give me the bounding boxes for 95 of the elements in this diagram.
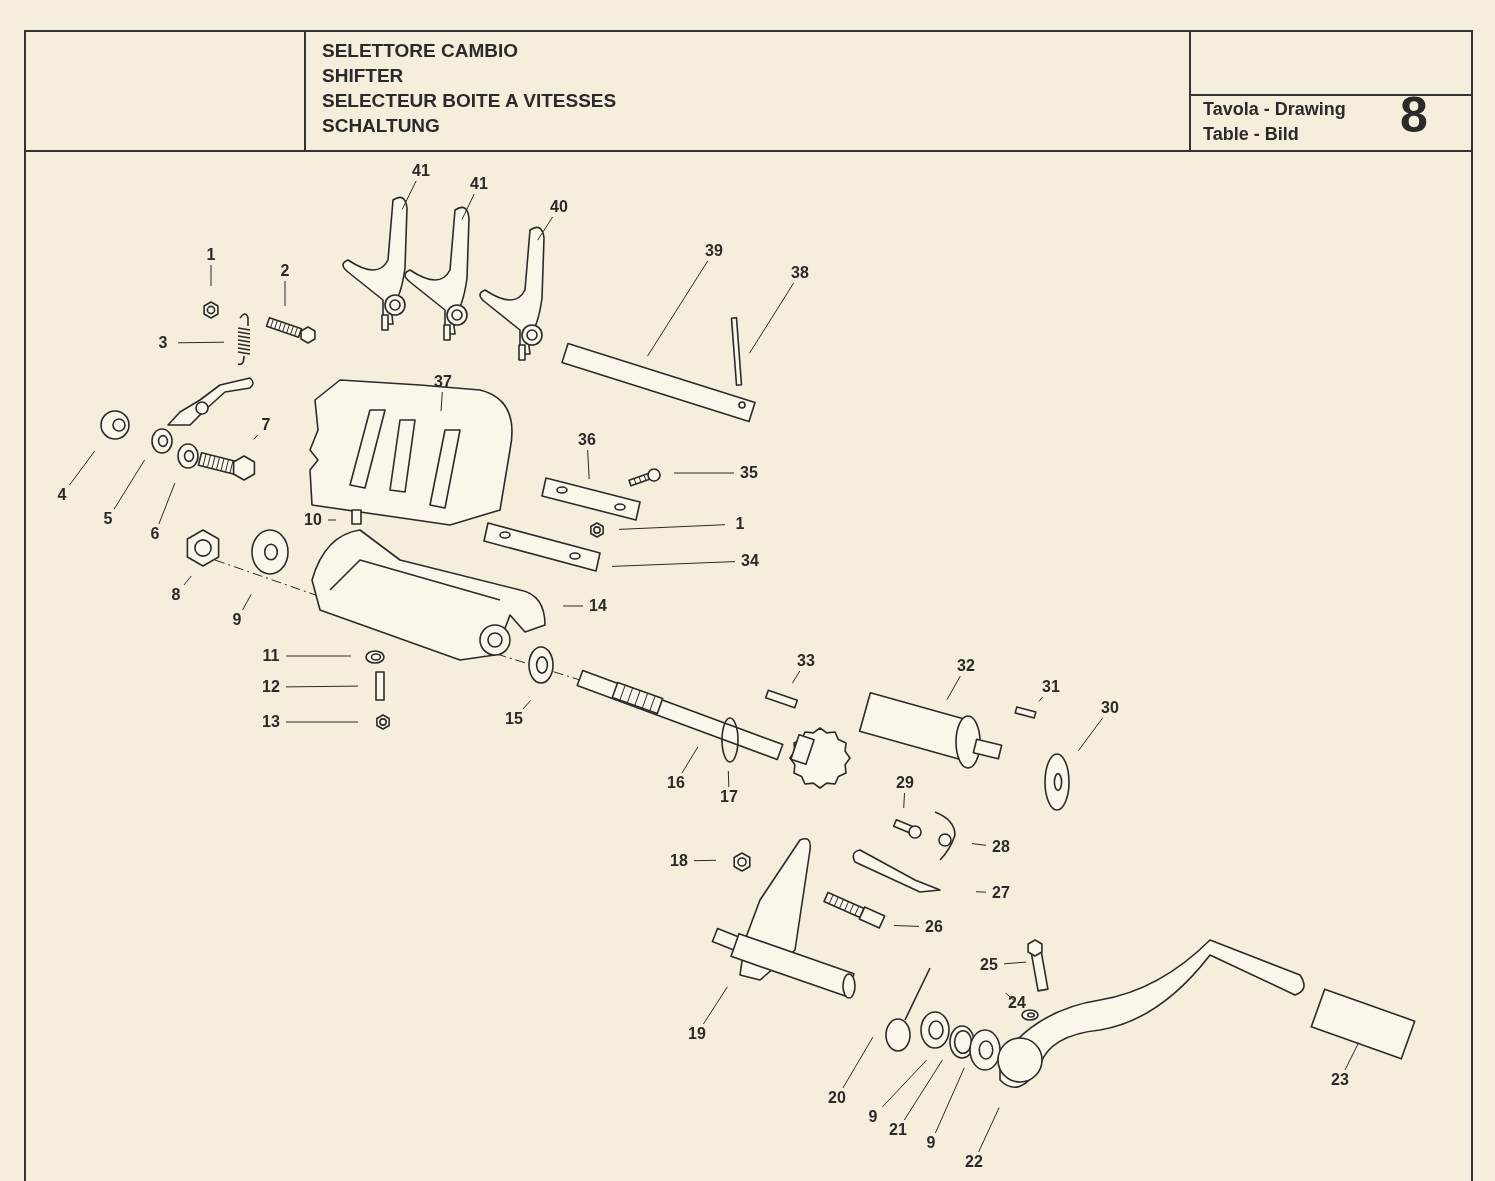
callout-number: 26 [919, 917, 949, 937]
leader-line [978, 1107, 1000, 1153]
callout-number: 36 [572, 430, 602, 450]
callout-number: 17 [714, 787, 744, 807]
leader-line [1038, 696, 1044, 702]
callout-number: 2 [270, 261, 300, 281]
table-label: Tavola - Drawing [1203, 100, 1346, 120]
leader-line [177, 341, 225, 344]
callout-number: 24 [1002, 993, 1032, 1013]
leader-line [210, 264, 212, 287]
leader-line [647, 260, 709, 357]
callout-number: 1 [196, 245, 226, 265]
leader-line [242, 593, 252, 611]
leader-line [1005, 992, 1015, 1002]
leader-line [702, 986, 728, 1025]
callout-number: 14 [583, 596, 613, 616]
leader-line [946, 675, 961, 701]
leader-line [681, 746, 699, 774]
leader-line [537, 216, 554, 241]
callout-number: 40 [544, 197, 574, 217]
leader-line [183, 575, 192, 586]
leader-line [903, 1059, 943, 1121]
leader-line [791, 670, 801, 684]
leader-line [971, 843, 987, 846]
leader-line [69, 450, 96, 486]
leader-line [903, 792, 905, 809]
callout-number: 6 [140, 524, 170, 544]
callout-number: 29 [890, 773, 920, 793]
callout-number: 41 [406, 161, 436, 181]
callout-number: 30 [1095, 698, 1125, 718]
table-label: Table - Bild [1203, 125, 1299, 145]
title-text: SHIFTER [322, 66, 404, 87]
leader-line [893, 925, 920, 927]
leader-line [401, 180, 417, 210]
callout-number: 9 [222, 610, 252, 630]
callout-number: 9 [916, 1133, 946, 1153]
callout-number: 3 [148, 333, 178, 353]
callout-number: 15 [499, 709, 529, 729]
leader-line [285, 721, 359, 723]
leader-line [1003, 961, 1027, 965]
callout-number: 8 [161, 585, 191, 605]
title-text: SELETTORE CAMBIO [322, 41, 518, 62]
leader-line [113, 459, 146, 510]
callout-number: 33 [791, 651, 821, 671]
callout-number: 18 [664, 851, 694, 871]
callout-number: 23 [1325, 1070, 1355, 1090]
leader-line [253, 434, 259, 440]
leader-line [975, 891, 987, 893]
callout-number: 37 [428, 372, 458, 392]
callout-number: 12 [256, 677, 286, 697]
leader-line [285, 655, 352, 657]
table-number: 8 [1400, 88, 1428, 143]
leader-line [611, 561, 736, 567]
callout-number: 10 [298, 510, 328, 530]
callout-number: 39 [699, 241, 729, 261]
leader-line [842, 1036, 874, 1089]
leader-line [461, 193, 475, 220]
leader-line [727, 770, 730, 788]
leader-line [327, 519, 337, 521]
callout-number: 28 [986, 837, 1016, 857]
leader-line [285, 685, 359, 688]
leader-line [934, 1067, 965, 1134]
callout-number: 31 [1036, 677, 1066, 697]
callout-number: 41 [464, 174, 494, 194]
callout-number: 27 [986, 883, 1016, 903]
leader-line [522, 699, 532, 710]
title-text: SELECTEUR BOITE A VITESSES [322, 91, 617, 112]
callout-number: 16 [661, 773, 691, 793]
callout-number: 35 [734, 463, 764, 483]
leader-line [673, 472, 735, 474]
callout-number: 13 [256, 712, 286, 732]
callout-number: 19 [682, 1024, 712, 1044]
leader-line [1077, 717, 1104, 752]
callout-number: 4 [47, 485, 77, 505]
leader-line [587, 449, 590, 480]
callout-number: 7 [251, 415, 281, 435]
callout-number: 20 [822, 1088, 852, 1108]
leader-line [440, 391, 443, 412]
leader-line [693, 859, 717, 862]
callout-number: 32 [951, 656, 981, 676]
callout-number: 1 [725, 514, 755, 534]
leader-line [158, 482, 176, 525]
callout-number: 38 [785, 263, 815, 283]
leader-line [618, 524, 726, 530]
leader-line [284, 280, 286, 307]
callout-number: 34 [735, 551, 765, 571]
callout-number: 11 [256, 646, 286, 666]
callout-number: 25 [974, 955, 1004, 975]
callout-number: 22 [959, 1152, 989, 1172]
leader-line [562, 605, 584, 607]
leader-line [1344, 1042, 1360, 1071]
leader-line [881, 1059, 927, 1108]
leader-line [749, 282, 795, 354]
title-text: SCHALTUNG [322, 116, 440, 137]
callout-number: 5 [93, 509, 123, 529]
